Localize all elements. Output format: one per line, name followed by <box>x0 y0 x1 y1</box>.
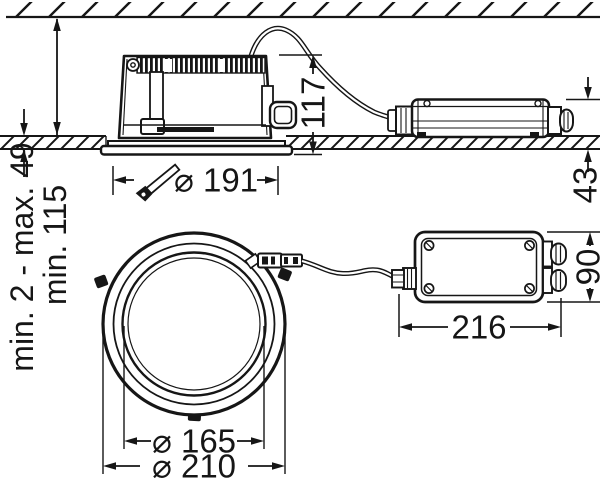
lens-diameter-value: ⌀ 165 <box>152 423 236 460</box>
heatsink-fins <box>136 56 266 74</box>
cable-gland-left-side <box>395 105 414 136</box>
dim-driver-length-216: 216 <box>398 294 562 346</box>
dim-cutout-diameter-191: ⌀ 191 <box>112 162 279 202</box>
saw-icon <box>135 163 181 202</box>
trim-ring-outer <box>101 231 287 417</box>
luminaire-front-view <box>94 231 396 422</box>
ceiling-thickness-label: min. 2 - max. 49 <box>4 142 40 371</box>
ceiling-panel-left <box>0 135 107 150</box>
trim-diameter-value: ⌀ 210 <box>152 448 236 478</box>
terminal-box <box>268 100 298 130</box>
corner-screw-icons <box>423 240 535 294</box>
driver-box-side-view <box>387 98 574 139</box>
cutout-diameter-value: ⌀ 191 <box>174 162 258 199</box>
driver-width-value: 90 <box>570 249 600 286</box>
dim-recess-depth: min. 115 <box>37 18 73 305</box>
dim-driver-width-90: 90 <box>547 231 600 303</box>
dim-lens-diameter-165: ⌀ 165 <box>123 326 265 460</box>
lens-ring <box>121 251 267 397</box>
dim-driver-height-43: 43 <box>566 77 600 203</box>
driver-height-value: 43 <box>567 167 600 204</box>
screw-icon <box>126 58 140 72</box>
cable-gland-right-lower <box>542 267 567 294</box>
recess-depth-label: min. 115 <box>37 185 73 305</box>
luminaire-section-view <box>99 54 298 156</box>
dim-trim-diameter-210: ⌀ 210 <box>102 328 286 478</box>
cable-gland-left-top <box>391 267 417 290</box>
dim-housing-height-117: 117 <box>279 54 332 156</box>
driver-length-value: 216 <box>451 309 506 346</box>
spring-clip-left <box>149 71 164 123</box>
trim-flange <box>99 140 294 156</box>
dim-ceiling-thickness: min. 2 - max. 49 <box>4 109 40 372</box>
driver-box-top-view <box>391 230 567 304</box>
cable-gland-right-upper <box>542 240 567 268</box>
cable-section <box>248 25 392 121</box>
cable-front <box>301 258 396 280</box>
slab-hatch <box>6 2 600 19</box>
connector-plug <box>244 252 303 270</box>
housing-height-value: 117 <box>295 77 332 130</box>
